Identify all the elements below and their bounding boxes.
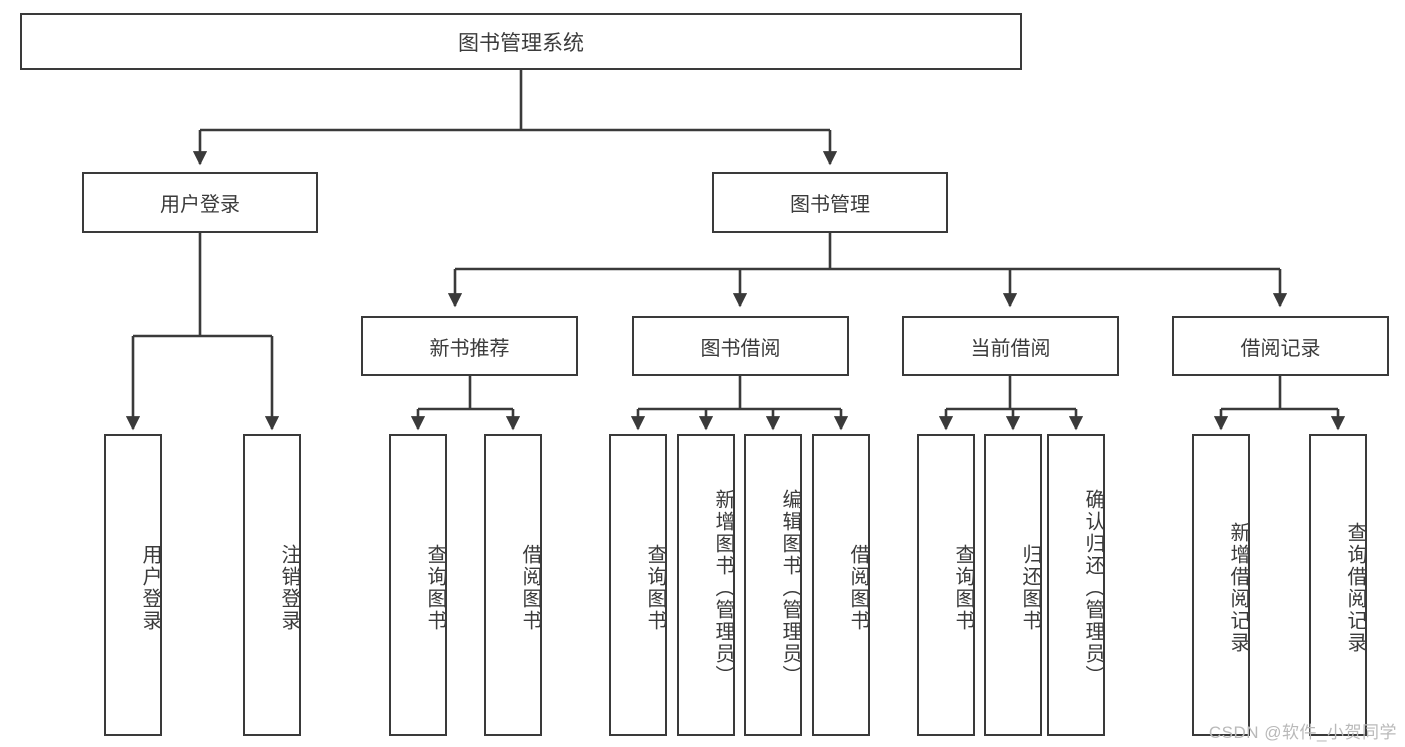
node-book-borrow-label: 图书借阅 — [700, 337, 781, 360]
node-leaf-user-logout[interactable]: 注销登录 — [243, 434, 301, 736]
node-leaf-borrow-book-1-label: 借阅图书 — [519, 544, 541, 632]
node-leaf-user-logout-label: 注销登录 — [278, 544, 300, 632]
node-leaf-query-book-2-label: 查询图书 — [644, 544, 666, 632]
node-leaf-query-book-2[interactable]: 查询图书 — [609, 434, 667, 736]
node-leaf-query-book-1-label: 查询图书 — [424, 544, 446, 632]
node-borrow-record[interactable]: 借阅记录 — [1172, 316, 1389, 376]
node-leaf-edit-book-label: 编辑图书（管理员） — [779, 489, 801, 687]
node-leaf-borrow-book-2-label: 借阅图书 — [847, 544, 869, 632]
node-leaf-return-book[interactable]: 归还图书 — [984, 434, 1042, 736]
node-book-manage[interactable]: 图书管理 — [712, 172, 948, 233]
node-user-login[interactable]: 用户登录 — [82, 172, 318, 233]
node-leaf-borrow-book-1[interactable]: 借阅图书 — [484, 434, 542, 736]
node-user-login-label: 用户登录 — [160, 194, 240, 216]
node-book-manage-label: 图书管理 — [790, 194, 870, 216]
node-root[interactable]: 图书管理系统 — [20, 13, 1022, 70]
node-leaf-query-book-3-label: 查询图书 — [952, 544, 974, 632]
node-leaf-user-login-label: 用户登录 — [139, 544, 161, 632]
node-leaf-add-book-label: 新增图书（管理员） — [712, 489, 734, 687]
node-leaf-query-record[interactable]: 查询借阅记录 — [1309, 434, 1367, 736]
node-current-borrow-label: 当前借阅 — [970, 337, 1051, 360]
node-borrow-record-label: 借阅记录 — [1240, 337, 1321, 360]
csdn-watermark: CSDN @软件_小贺同学 — [1208, 723, 1397, 742]
node-leaf-edit-book[interactable]: 编辑图书（管理员） — [744, 434, 802, 736]
node-new-book-recommend[interactable]: 新书推荐 — [361, 316, 578, 376]
node-leaf-query-book-1[interactable]: 查询图书 — [389, 434, 447, 736]
node-new-book-recommend-label: 新书推荐 — [429, 337, 510, 360]
node-leaf-user-login[interactable]: 用户登录 — [104, 434, 162, 736]
node-root-label: 图书管理系统 — [458, 31, 584, 55]
node-leaf-add-record[interactable]: 新增借阅记录 — [1192, 434, 1250, 736]
node-leaf-add-book[interactable]: 新增图书（管理员） — [677, 434, 735, 736]
node-leaf-borrow-book-2[interactable]: 借阅图书 — [812, 434, 870, 736]
node-current-borrow[interactable]: 当前借阅 — [902, 316, 1119, 376]
node-leaf-query-record-label: 查询借阅记录 — [1344, 522, 1366, 654]
node-leaf-add-record-label: 新增借阅记录 — [1227, 522, 1249, 654]
node-book-borrow[interactable]: 图书借阅 — [632, 316, 849, 376]
node-leaf-query-book-3[interactable]: 查询图书 — [917, 434, 975, 736]
node-leaf-confirm-return-label: 确认归还（管理员） — [1082, 489, 1104, 687]
node-leaf-return-book-label: 归还图书 — [1019, 544, 1041, 632]
node-leaf-confirm-return[interactable]: 确认归还（管理员） — [1047, 434, 1105, 736]
